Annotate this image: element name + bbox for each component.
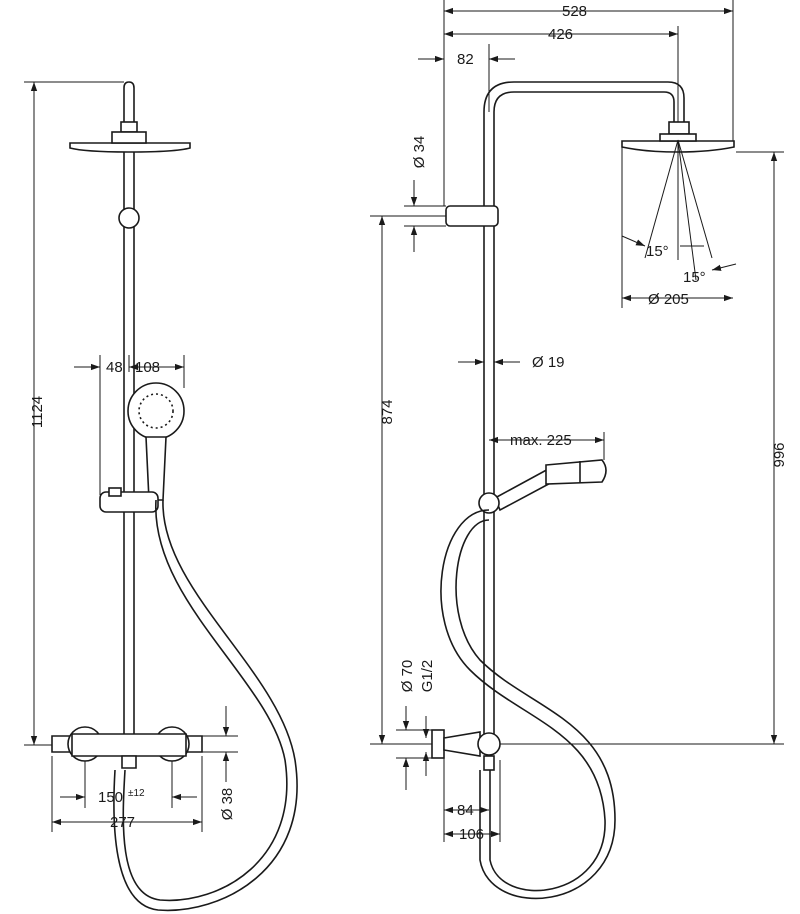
- dim-dia-38: Ø 38: [219, 788, 236, 821]
- front-view: 1124 48 108 150 ±12 277 Ø 38: [24, 81, 298, 912]
- front-overhead-shower: [69, 142, 191, 153]
- front-overhead-shower-top: [111, 131, 147, 144]
- dim-84: 84: [457, 802, 474, 819]
- front-hose-outer: [122, 499, 288, 902]
- side-hand-shower-head: [545, 459, 607, 485]
- side-collar: [445, 205, 499, 227]
- front-slider-holder: [99, 491, 159, 513]
- side-spout: [483, 755, 495, 771]
- front-riser-knob: [118, 207, 140, 229]
- front-head-connector: [120, 121, 138, 133]
- front-hand-shower-face: [138, 393, 174, 429]
- dim-108: 108: [135, 359, 160, 376]
- front-hand-shower-handle: [145, 436, 167, 501]
- dim-angle-b: 15°: [683, 269, 706, 286]
- dim-82: 82: [457, 51, 474, 68]
- dim-dia-205: Ø 205: [648, 291, 689, 308]
- side-wall-flange: [431, 729, 445, 759]
- side-shower-arm: [483, 81, 685, 122]
- dim-dia-34: Ø 34: [411, 136, 428, 169]
- dim-max-225: max. 225: [510, 432, 572, 449]
- front-mixer-body: [71, 733, 187, 757]
- side-slider-knob: [478, 492, 500, 514]
- dim-dia-19: Ø 19: [532, 354, 565, 371]
- side-hose-outer: [440, 509, 606, 892]
- dim-874: 874: [379, 399, 396, 424]
- dim-150-tolerance: ±12: [128, 788, 145, 799]
- dim-528: 528: [562, 3, 587, 20]
- dim-996: 996: [771, 442, 788, 467]
- dim-thread-g12: G1/2: [419, 660, 436, 693]
- front-hose-inner: [113, 499, 298, 912]
- side-view: 528 426 82 Ø 34 874 Ø 19 max. 225 9: [370, 0, 788, 900]
- side-hose-inner: [455, 519, 616, 900]
- dim-dia-70: Ø 70: [399, 660, 416, 693]
- dim-48: 48: [106, 359, 123, 376]
- front-spout: [121, 755, 137, 769]
- dim-angle-a: 15°: [646, 243, 669, 260]
- dim-150: 150: [98, 789, 123, 806]
- front-shower-arm: [123, 81, 135, 125]
- front-slider-clamp: [108, 487, 122, 497]
- dim-1124: 1124: [29, 396, 46, 428]
- side-valve-body: [443, 731, 481, 757]
- dim-106: 106: [459, 826, 484, 843]
- side-head-connector: [668, 121, 690, 135]
- side-valve-knob: [477, 732, 501, 756]
- front-hand-shower-head: [127, 382, 185, 440]
- dim-277: 277: [110, 814, 135, 831]
- dim-426: 426: [548, 26, 573, 43]
